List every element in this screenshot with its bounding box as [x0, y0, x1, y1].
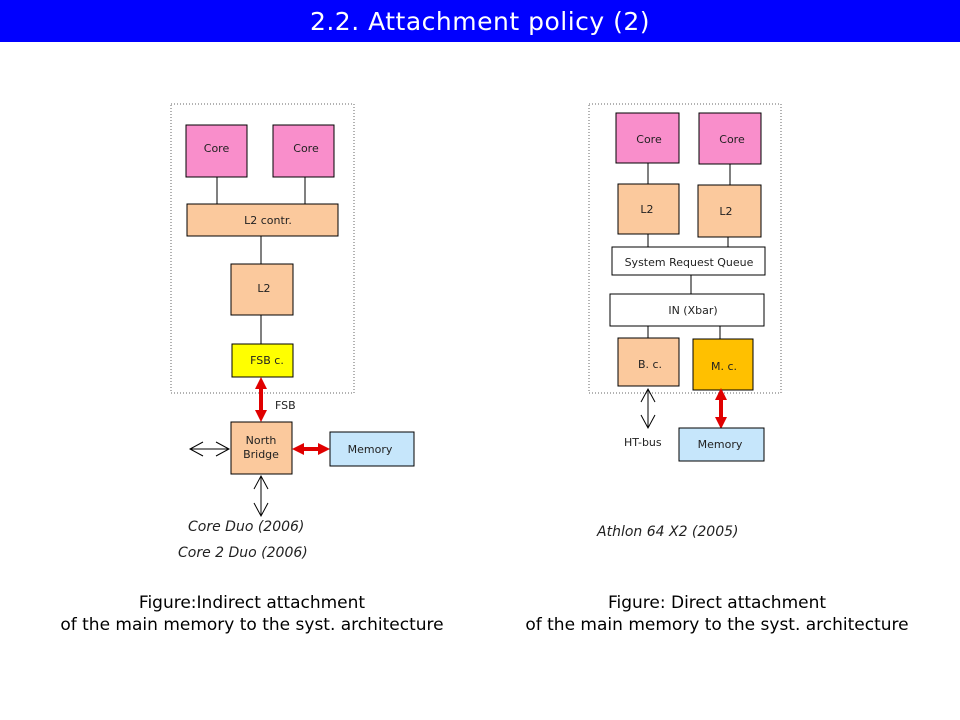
- right-model: Athlon 64 X2 (2005): [596, 524, 738, 540]
- right-l2-cache-1: [617, 183, 680, 235]
- right-caption-line-1: Figure: Direct attachment: [607, 593, 827, 613]
- left-l2-cache-label: L2: [257, 282, 270, 295]
- right-memory: [678, 427, 765, 462]
- right-memory-label: Memory: [698, 438, 743, 451]
- crossbar-label: IN (Xbar): [668, 304, 717, 317]
- left-caption: Figure:Indirect attachment of the main m…: [30, 592, 474, 636]
- fsb-label: FSB: [275, 399, 296, 412]
- right-caption: Figure: Direct attachment of the main me…: [494, 592, 940, 636]
- left-memory-label: Memory: [348, 443, 393, 456]
- left-memory: [329, 431, 415, 467]
- left-diagram: Core Core L2 contr. L2 FSB c. FSB North …: [170, 103, 415, 561]
- left-caption-line-1: Figure:Indirect attachment: [138, 593, 366, 613]
- left-model-1: Core Duo (2006): [188, 519, 304, 535]
- left-caption-line-2: of the main memory to the syst. architec…: [60, 615, 444, 635]
- left-fsb-controller: [231, 343, 294, 378]
- left-l2-cache: [230, 263, 294, 316]
- left-l2-controller-label: L2 contr.: [244, 214, 292, 227]
- north-bridge-down-arrow: [253, 474, 269, 518]
- left-core-1: [185, 124, 248, 178]
- left-core-2-label: Core: [293, 142, 319, 155]
- right-caption-line-2: of the main memory to the syst. architec…: [525, 615, 909, 635]
- right-chip-boundary: [588, 103, 782, 394]
- right-core-1-label: Core: [636, 133, 662, 146]
- bus-controller-label: B. c.: [638, 358, 662, 371]
- right-core-2-label: Core: [719, 133, 745, 146]
- right-l2-cache-2: [697, 184, 762, 238]
- ht-bus-label: HT-bus: [624, 436, 662, 449]
- left-core-1-label: Core: [204, 142, 230, 155]
- system-request-queue: [611, 246, 766, 276]
- title-bar: 2.2. Attachment policy (2): [0, 0, 960, 42]
- memory-controller-label: M. c.: [711, 360, 737, 373]
- page-title: 2.2. Attachment policy (2): [309, 6, 651, 36]
- right-l2-cache-2-label: L2: [719, 205, 732, 218]
- north-bridge-label-line1: North: [246, 434, 277, 447]
- crossbar: [609, 293, 765, 327]
- left-model-2: Core 2 Duo (2006): [178, 545, 308, 561]
- right-diagram: Core Core L2 L2 System Request Queue IN …: [588, 103, 782, 540]
- system-request-queue-label: System Request Queue: [625, 256, 754, 269]
- left-l2-controller: [186, 203, 339, 237]
- memory-controller: [692, 338, 754, 391]
- left-chip-boundary: [170, 103, 355, 394]
- right-l2-cache-1-label: L2: [640, 203, 653, 216]
- bus-controller: [617, 337, 680, 387]
- north-bridge: [230, 421, 293, 475]
- right-core-2: [698, 112, 762, 165]
- ht-bus-arrow: [640, 387, 656, 430]
- left-core-2: [272, 124, 335, 178]
- north-bridge-label-line2: Bridge: [243, 448, 279, 461]
- north-bridge-side-arrow: [188, 441, 231, 457]
- left-fsb-controller-label: FSB c.: [250, 354, 284, 367]
- right-core-1: [615, 112, 680, 164]
